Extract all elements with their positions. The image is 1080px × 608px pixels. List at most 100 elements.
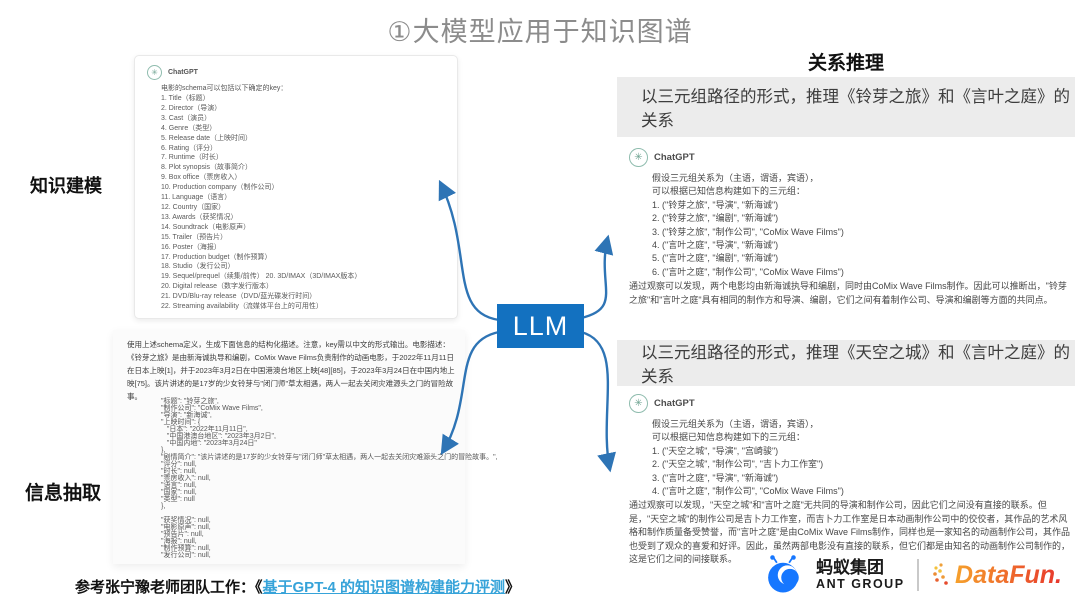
- reasoning-question-2: 以三元组路径的形式，推理《天空之城》和《言叶之庭》的关系: [641, 344, 1070, 386]
- list-line: 4. Genre（类型）: [161, 124, 217, 132]
- list-line: "剧情简介": "该片讲述的是17岁的少女铃芽与"闭门师"草太相遇，两人一起去关…: [161, 454, 498, 461]
- page-title: ①大模型应用于知识图谱: [387, 17, 693, 47]
- list-line: 4. ("言叶之庭", "导演", "新海诚"): [652, 240, 779, 251]
- list-line: 可以根据已知信息构建如下的三元组：: [652, 186, 806, 197]
- chatgpt-avatar-icon: ✳: [629, 148, 648, 167]
- reasoning-conclusion-2: 通过观察可以发现，"天空之城"和"言叶之庭"无共同的导演和制作公司，因此它们之间…: [629, 500, 1071, 565]
- list-line: 6. Rating（评分）: [161, 144, 218, 152]
- modeling-intro-text: 电影的schema可以包括以下确定的key：: [161, 85, 288, 92]
- list-line: 22. Streaming availability（流媒体平台上的可用性）: [161, 303, 323, 311]
- information-extraction-block: 使用上述schema定义，生成下面信息的结构化描述。注意，key需以中文的形式输…: [113, 330, 498, 564]
- list-line: 16. Poster（海报）: [161, 243, 221, 251]
- list-line: "语言": null,: [161, 482, 197, 489]
- list-line: "国家": null,: [161, 489, 197, 496]
- list-line: 2. Director（导演）: [161, 104, 222, 112]
- list-line: "评分": null,: [161, 461, 197, 468]
- list-line: "上映时间": {: [161, 419, 201, 426]
- triple-list-1: 假设三元组关系为（主语，谓语，宾语）， 可以根据已知信息构建如下的三元组： 1. (…: [629, 172, 1075, 279]
- chatgpt-avatar-icon: ✳: [147, 65, 162, 80]
- list-line: 3. Cast（演员）: [161, 114, 212, 122]
- list-line: 1. ("天空之城", "导演", "宫崎骏"): [652, 445, 779, 456]
- reasoning-conclusion-1: 通过观察可以发现，两个电影均由新海诚执导和编剧，同时由CoMix Wave Fi…: [629, 281, 1067, 305]
- list-line: 6. ("言叶之庭", "制作公司", "CoMix Wave Films"): [652, 266, 844, 277]
- chat-header: ✳ ChatGPT: [147, 65, 198, 80]
- list-line: "类型": null: [161, 496, 195, 503]
- list-line: 5. Release date（上映时间）: [161, 134, 253, 142]
- list-line: 1. Title（标题）: [161, 95, 210, 102]
- list-line: 3. ("铃芽之旅", "制作公司", "CoMix Wave Films"): [652, 226, 844, 237]
- list-line: 3. ("言叶之庭", "导演", "新海诚"): [652, 472, 779, 483]
- relation-reasoning-heading: 关系推理: [807, 53, 884, 74]
- list-line: 20. Digital release（数字发行版本）: [161, 283, 274, 291]
- knowledge-modeling-panel: ✳ ChatGPT 电影的schema可以包括以下确定的key： 1. Titl…: [134, 55, 458, 319]
- list-line: "海报": null,: [161, 538, 197, 545]
- reasoning-question-1: 以三元组路径的形式，推理《铃芽之旅》和《言叶之庭》的关系: [641, 88, 1070, 130]
- label-information-extraction: 信息抽取: [25, 483, 102, 504]
- list-line: },: [161, 503, 166, 510]
- list-line: "预告片": null,: [161, 531, 204, 538]
- list-line: 8. Plot synopsis（故事简介）: [161, 164, 253, 172]
- list-line: 14. Soundtrack（电影原声）: [161, 223, 251, 231]
- logo-divider: [916, 559, 920, 591]
- reasoning-answer-panel-1: ✳ ChatGPT 假设三元组关系为（主语，谓语，宾语）， 可以根据已知信息构建如…: [629, 148, 1075, 307]
- llm-box: LLM: [497, 304, 584, 348]
- list-line: "获奖情况": null,: [161, 517, 211, 524]
- reasoning-question-bar-1: 以三元组路径的形式，推理《铃芽之旅》和《言叶之庭》的关系: [617, 77, 1075, 137]
- ant-group-icon: [768, 555, 799, 593]
- list-line: 1. ("铃芽之旅", "导演", "新海诚"): [652, 199, 779, 210]
- ant-group-wordmark: 蚂蚁集团 ANT GROUP: [816, 558, 905, 592]
- list-line: 10. Production company（制作公司）: [161, 184, 279, 192]
- ant-group-cn: 蚂蚁集团: [816, 558, 885, 577]
- list-line: 15. Trailer（预告片）: [161, 233, 228, 241]
- list-line: "票房收入": null,: [161, 475, 211, 482]
- extraction-prompt-text: 使用上述schema定义，生成下面信息的结构化描述。注意，key需以中文的形式输…: [127, 340, 455, 401]
- reference-suffix: 》: [505, 579, 521, 596]
- list-line: 19. Sequel/prequel（续集/前传） 20. 3D/IMAX（3D…: [161, 273, 362, 281]
- list-line: 18. Studio（发行公司）: [161, 263, 235, 271]
- list-line: 4. ("言叶之庭", "制作公司", "CoMix Wave Films"): [652, 486, 844, 497]
- list-line: 12. Country（国家）: [161, 203, 226, 211]
- arrow-to-reasoning-2: [580, 330, 617, 473]
- reasoning-answer-panel-2: ✳ ChatGPT 假设三元组关系为（主语，谓语，宾语）， 可以根据已知信息构建如…: [629, 394, 1075, 566]
- list-line: "制作预算": null,: [161, 545, 211, 552]
- datafun-logo: DataFun.: [931, 560, 1062, 590]
- arrow-to-reasoning-1: [580, 234, 614, 320]
- list-line: "制作公司": "CoMix Wave Films",: [161, 405, 263, 412]
- datafun-dots-icon: [933, 563, 948, 585]
- list-line: "导演": "新海诚",: [161, 412, 212, 419]
- list-line: "发行公司": null,: [161, 552, 211, 559]
- list-line: 5. ("言叶之庭", "编剧", "新海诚"): [652, 253, 779, 264]
- ant-group-en: ANT GROUP: [816, 577, 905, 591]
- list-line: 假设三元组关系为（主语，谓语，宾语），: [652, 173, 819, 183]
- list-line: 2. ("铃芽之旅", "编剧", "新海诚"): [652, 213, 779, 224]
- list-line: },: [161, 447, 166, 454]
- extraction-json-output: "标题": "铃芽之旅","制作公司": "CoMix Wave Films",…: [161, 398, 498, 559]
- reasoning-question-bar-2: 以三元组路径的形式，推理《天空之城》和《言叶之庭》的关系: [617, 340, 1075, 386]
- list-line: "中国港澳台地区": "2023年3月2日",: [161, 433, 276, 440]
- modeling-key-list: 1. Title（标题） 2. Director（导演） 3. Cast（演员） 4.…: [161, 94, 361, 312]
- list-line: 7. Runtime（时长）: [161, 154, 223, 162]
- list-line: "电影原声": null,: [161, 524, 211, 531]
- list-line: 11. Language（语言）: [161, 194, 232, 202]
- list-line: 13. Awards（获奖情况）: [161, 213, 238, 221]
- list-line: "时长": null,: [161, 468, 197, 475]
- chat-header: ✳ ChatGPT: [629, 148, 1075, 167]
- reference-line: 参考张宁豫老师团队工作：《基于GPT-4 的知识图谱构建能力评测》: [75, 576, 520, 597]
- footer-logos: 蚂蚁集团 ANT GROUP DataFun.: [762, 554, 1062, 596]
- list-line: 2. ("天空之城", "制作公司", "吉卜力工作室"): [652, 459, 824, 470]
- list-line: 17. Production budget（制作预算）: [161, 253, 272, 261]
- chat-header: ✳ ChatGPT: [629, 394, 1075, 413]
- reference-prefix: 参考张宁豫老师团队工作：《: [75, 579, 263, 596]
- list-line: 可以根据已知信息构建如下的三元组：: [652, 432, 806, 443]
- datafun-wordmark: DataFun.: [955, 560, 1062, 589]
- list-line: "中国内地": "2023年3月24日": [161, 440, 257, 447]
- list-line: "标题": "铃芽之旅",: [161, 398, 219, 405]
- chatgpt-avatar-icon: ✳: [629, 394, 648, 413]
- reference-link[interactable]: 基于GPT-4 的知识图谱构建能力评测: [262, 579, 506, 596]
- list-line: "日本": "2022年11月11日",: [161, 426, 248, 433]
- list-line: 21. DVD/Blu-ray release（DVD/蓝光碟发行时间）: [161, 293, 317, 301]
- triple-list-2: 假设三元组关系为（主语，谓语，宾语）， 可以根据已知信息构建如下的三元组： 1. (…: [629, 418, 1075, 498]
- list-line: [161, 510, 498, 517]
- list-line: 假设三元组关系为（主语，谓语，宾语），: [652, 419, 819, 429]
